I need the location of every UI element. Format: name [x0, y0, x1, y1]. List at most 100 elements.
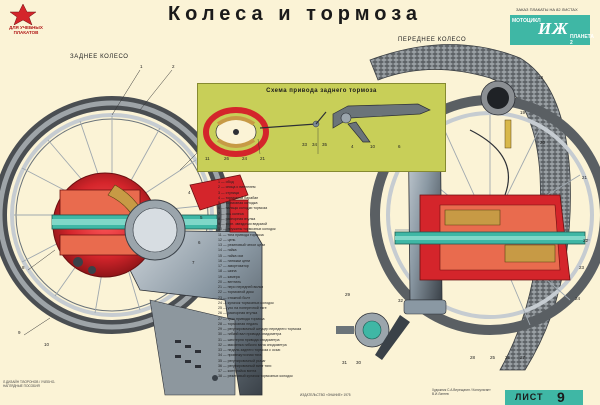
swingarm — [109, 229, 263, 396]
callout: 33 — [302, 142, 308, 147]
callout: 20 — [540, 140, 546, 145]
legend-item: 37 — контргайка винта — [218, 369, 257, 373]
legend-item: 22 — тормозной диск — [218, 290, 254, 295]
callout: 6 — [198, 240, 201, 245]
legend-item: 8 — распорная втулка — [218, 216, 256, 221]
callout: 34 — [312, 142, 318, 147]
rear-brake-drive-inset: Схема привода заднего тормоза 33 34 35 1… — [197, 83, 446, 172]
publisher-badge: ДЛЯ УЧЕБНЫХ ПЛАКАТОВ — [3, 3, 43, 37]
corner-note: ЗАКАЗ ПЛАКАТЫ НА 82 ЛИСТАХ — [516, 7, 578, 12]
front-wheel-caption: Переднее колесо — [398, 37, 467, 43]
legend-item: 7 — ось колеса — [218, 211, 244, 216]
callout: 1 — [140, 64, 143, 69]
footer-left: Л.ДИЗАЙН Т.ВОРОНОВ / УЧЕБНО-НАГЛЯДНЫЕ ПО… — [3, 380, 56, 388]
callout: 35 — [322, 142, 328, 147]
star-icon — [3, 3, 43, 26]
logo-sub: ПЛАНЕТА 2 — [570, 34, 595, 46]
legend-item: 14 — гайка — [218, 248, 237, 253]
legend-item: 38 — резиновый кулачок тормозных колодок — [218, 374, 293, 379]
legend-item: 26 — распорная втулка — [218, 311, 258, 316]
legend-item: 12 — цепь — [218, 237, 236, 242]
callout: 11 — [205, 156, 210, 161]
legend-item: 6 — пальцы колодки тормоза — [218, 206, 268, 211]
legend-item: 5 — тормозная колодка — [218, 201, 258, 205]
sheet-label: ЛИСТ — [515, 392, 544, 402]
callout: 32 — [398, 298, 404, 303]
brake-cable — [469, 129, 509, 196]
legend-item: 20 — вентиль — [218, 279, 242, 284]
inset-title: Схема привода заднего тормоза — [266, 88, 377, 94]
legend-item: 34 — промежуточная тяга — [218, 353, 262, 358]
legend-item: 9 — корп. звездочки ведомой — [218, 222, 267, 226]
legend-item: 31 — шестерня привода спидометра — [218, 337, 280, 342]
callout: 26 — [224, 156, 230, 161]
legend-item: 3 — ступица — [218, 190, 239, 195]
callout: 30 — [356, 360, 362, 365]
callout: 4 — [188, 190, 191, 195]
front-brake-shoe — [444, 209, 501, 226]
callout: 2 — [172, 64, 175, 69]
front-tyre — [369, 44, 571, 371]
legend-item: 25 — ухо на поперечной тяге — [218, 306, 267, 310]
legend-item: 33 — педаль заднего тормоза с осью — [218, 348, 281, 352]
sheet-number: 9 — [557, 389, 565, 405]
callout: 9 — [18, 330, 21, 335]
inset-diagram — [203, 103, 431, 157]
callout: 5 — [200, 215, 203, 220]
legend-item: 30 — гибкий вал привода спидометра — [218, 332, 282, 337]
callout: 26 — [505, 355, 511, 360]
legend-item: 29 — регулировочный штуцер переднего тор… — [218, 327, 302, 331]
callout: 24 — [242, 156, 248, 161]
callout: 22 — [583, 238, 589, 243]
legend-item: 4 — тормозной барабан — [218, 195, 259, 200]
legend-item: 28 — тормозная педаль — [218, 321, 259, 326]
legend-item: 27 — трос привода тормоза — [218, 316, 265, 321]
rear-wheel — [0, 69, 263, 396]
callout: 29 — [345, 292, 351, 297]
callout: 10 — [44, 342, 50, 347]
callout: 28 — [470, 355, 476, 360]
callout: 10 — [370, 144, 376, 149]
callout: 21 — [260, 156, 266, 161]
legend-item: 36 — регулировочный винт тяги — [218, 363, 272, 368]
callout: 18 — [538, 75, 544, 80]
legend-item: 1 — обод — [218, 180, 234, 184]
footer-center: ИЗДАТЕЛЬСТВО «ЗНАНИЕ» 1975 — [300, 393, 351, 397]
legend-item: 23 — стяжной болт — [218, 295, 251, 300]
logo-main: ИЖ — [538, 19, 569, 38]
legend-item: 2 — спица с ниппелем — [218, 185, 256, 190]
callout: 7 — [192, 260, 195, 265]
legend-item: 35 — регулировочный рычаг — [218, 358, 266, 363]
callout: 6 — [398, 144, 401, 149]
legend-item: 11 — тяга привода тормоза — [218, 232, 264, 237]
front-wheel — [336, 44, 600, 371]
callout: 23 — [579, 265, 585, 270]
legend-item: 24 — кулачок тормозных колодок — [218, 300, 274, 305]
legend-item: 16 — натяжки цепи — [218, 258, 251, 263]
rear-wheel-caption: Заднее колесо — [70, 54, 129, 60]
brand-logo: МОТОЦИКЛ ИЖ ПЛАНЕТА 2 — [510, 15, 594, 46]
logo-text: МОТОЦИКЛ — [512, 18, 541, 24]
legend-item: 21 — перо передней вилки — [218, 285, 264, 289]
badge-text: ДЛЯ УЧЕБНЫХ ПЛАКАТОВ — [9, 25, 43, 35]
legend-item: 13 — резиновый чехол цепи — [218, 243, 266, 247]
callout: 21 — [582, 175, 588, 180]
callout: 27 — [520, 355, 526, 360]
callout: 25 — [490, 355, 496, 360]
callout: 31 — [342, 360, 348, 365]
legend-item: 15 — гайка оси — [218, 253, 244, 258]
callout: 19 — [520, 110, 526, 115]
callout: 4 — [351, 144, 354, 149]
callout: 8 — [22, 265, 25, 270]
callout: 24 — [575, 296, 581, 301]
chain-guard — [175, 340, 201, 368]
legend-item: 10 — пружины тормозных колодок — [218, 227, 276, 232]
legend-item: 32 — масленка гибкого вала спидометра — [218, 342, 287, 347]
sheet-indicator: ЛИСТ 9 — [505, 389, 583, 405]
legend-item: 17 — амортизатор — [218, 264, 249, 268]
legend-item: 19 — камера — [218, 274, 240, 279]
legend-item: 18 — шина — [218, 269, 237, 274]
